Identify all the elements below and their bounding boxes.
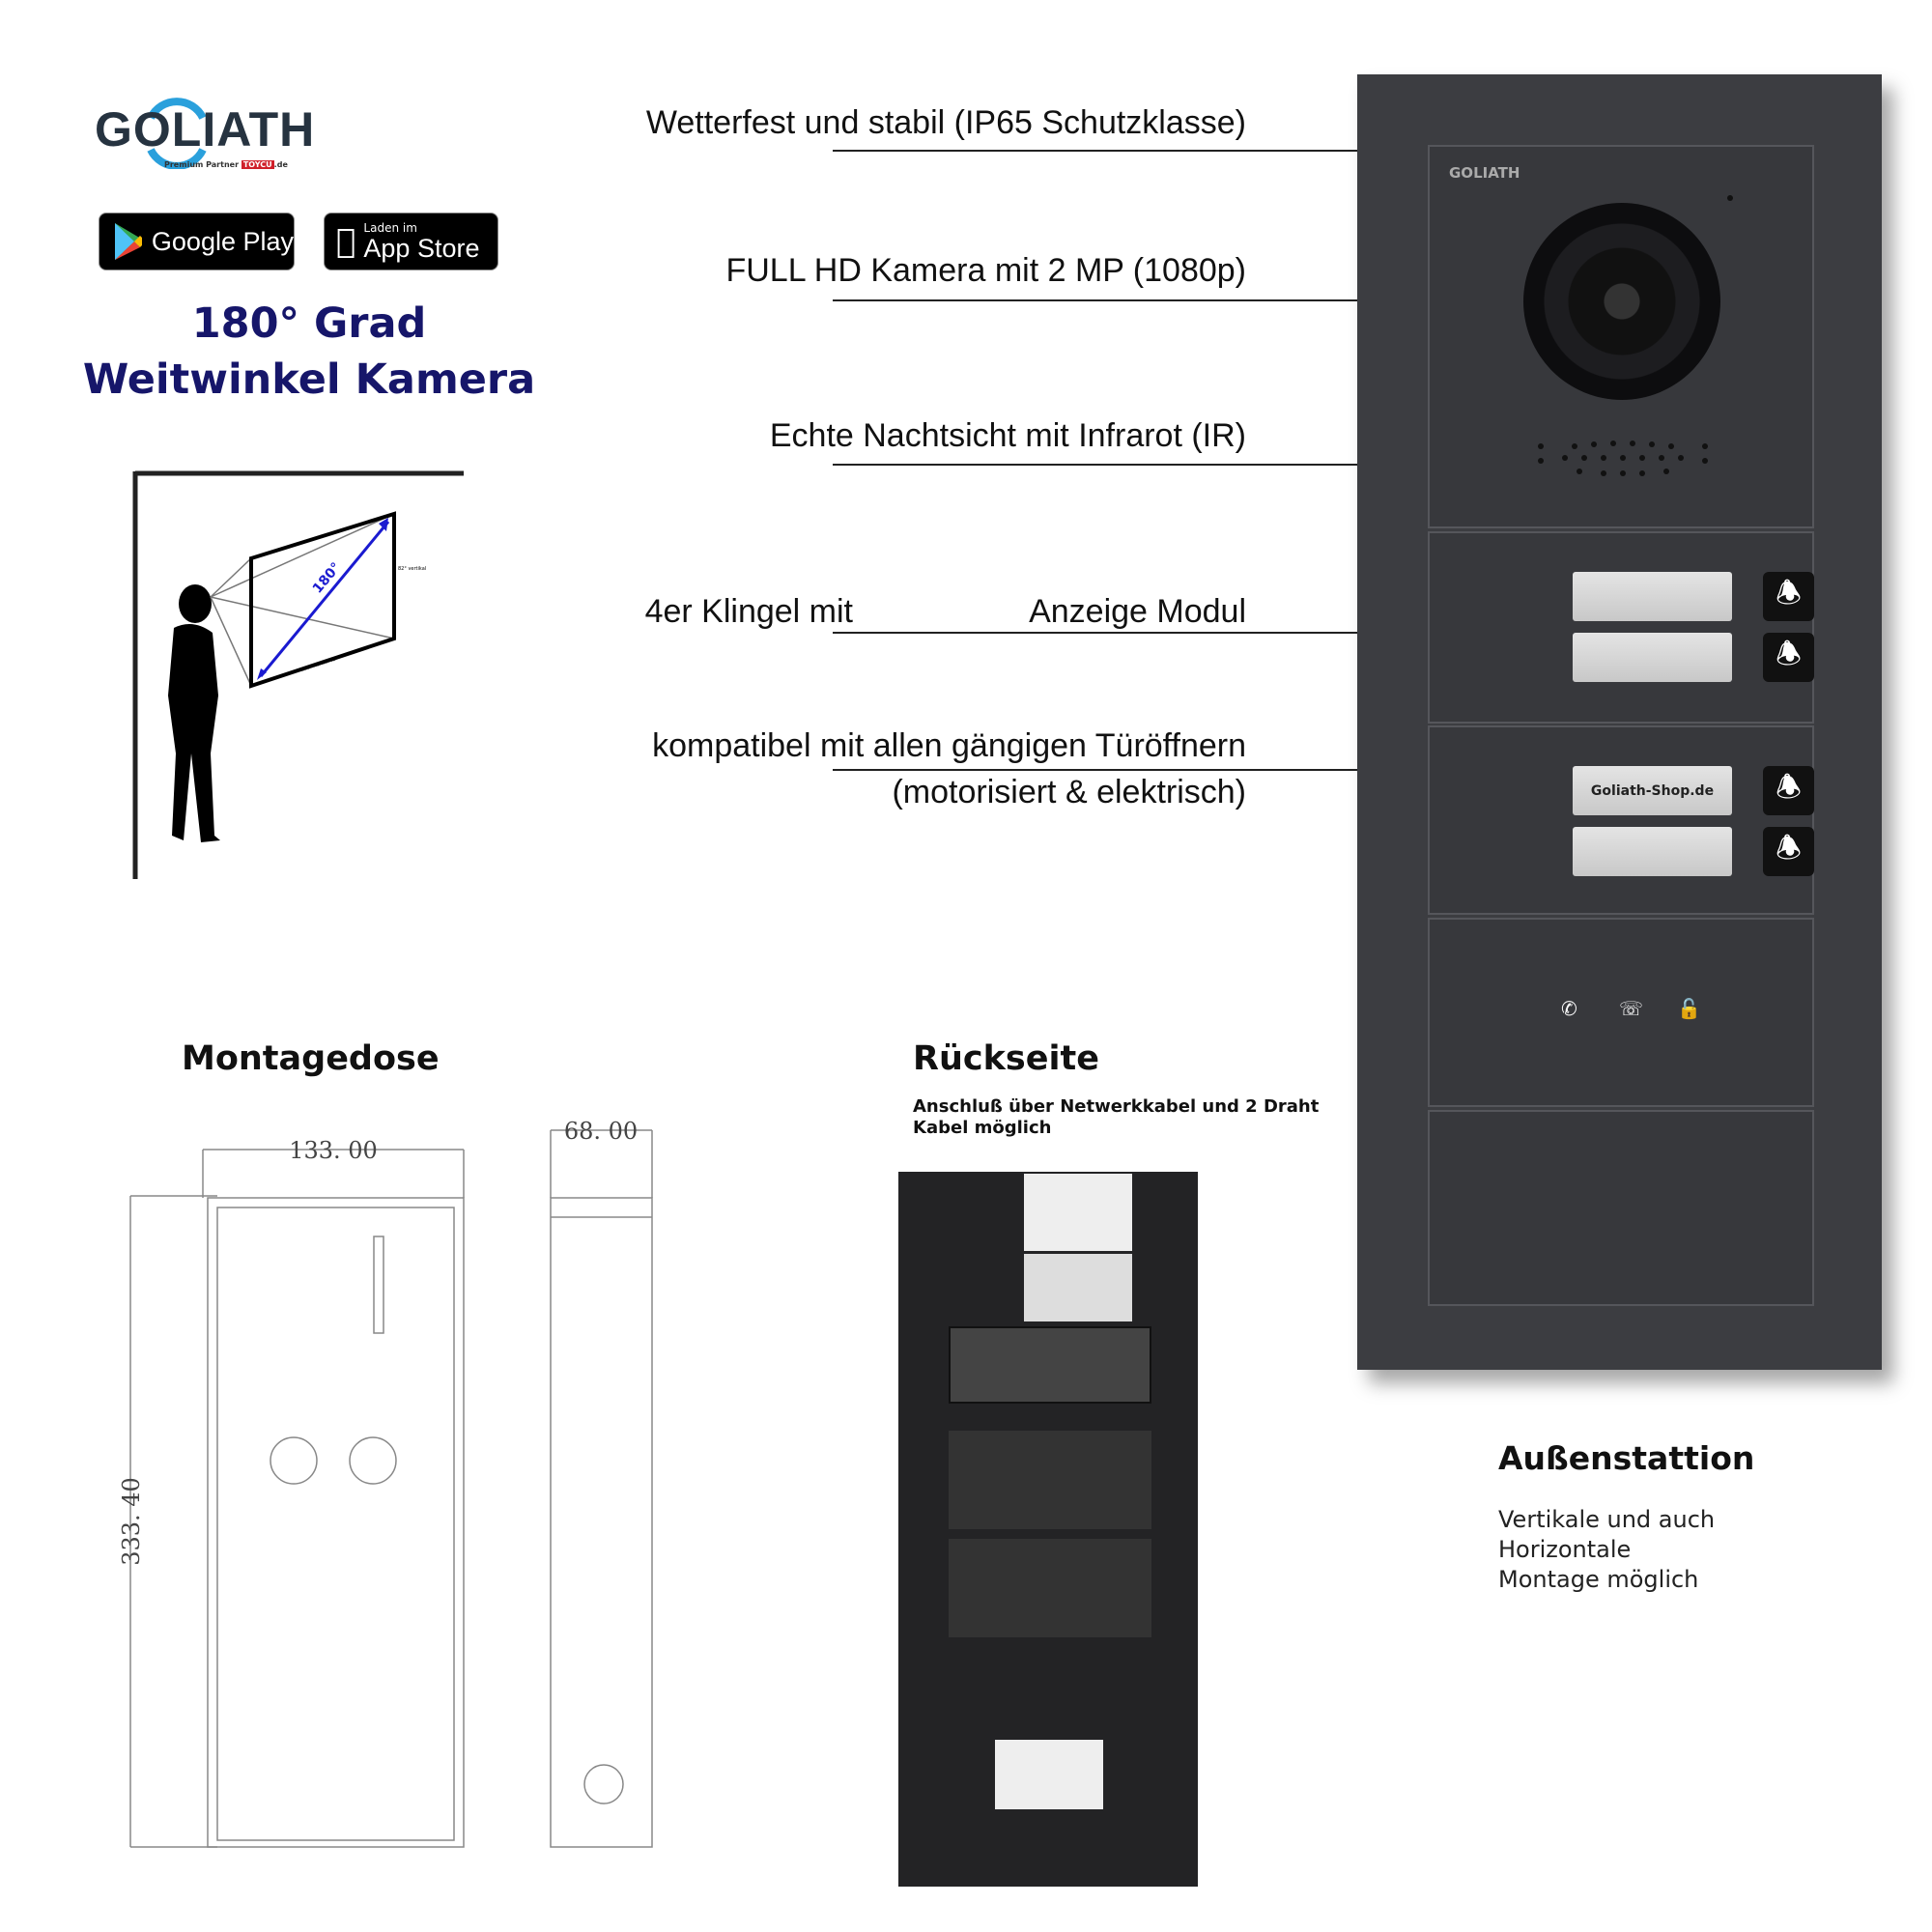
bell-button[interactable]: 🕭: [1763, 572, 1814, 621]
nameplate: [1573, 633, 1732, 682]
leader-line: [833, 464, 1357, 466]
person-silhouette-icon: [168, 584, 220, 842]
angle-label: 180°: [310, 560, 345, 597]
logo-partner-line: Premium Partner TOYCU.de: [164, 160, 288, 169]
leader-line: [833, 150, 1357, 152]
width-dimension: 133. 00: [289, 1137, 378, 1164]
back-title: Rückseite: [913, 1039, 1099, 1078]
depth-dimension: 68. 00: [564, 1118, 638, 1145]
unlock-icon: 🔓: [1677, 997, 1701, 1020]
feature-bell-b: Anzeige Modul: [1029, 593, 1246, 630]
feature-weatherproof: Wetterfest und stabil (IP65 Schutzklasse…: [645, 104, 1246, 141]
phone-call-icon: ✆: [1561, 997, 1577, 1020]
google-play-badge[interactable]: Google Play: [99, 213, 295, 270]
bell-module-1: 🕭 🕭: [1428, 531, 1814, 724]
product-label: [995, 1740, 1103, 1809]
status-module: ✆ ☏ 🔓: [1428, 918, 1814, 1107]
horizontal-label: 160° horizontal: [300, 656, 338, 673]
logo-text: GOLIATH: [95, 102, 316, 156]
goliath-logo: GOLIATH Premium Partner TOYCU.de: [95, 97, 317, 184]
bell-module-2: Goliath-Shop.de 🕭 🕭: [1428, 725, 1814, 915]
outdoor-station-panel: GOLIATH 🕭 🕭 Goliath-Shop.de 🕭 🕭 ✆ ☏ 🔓: [1357, 74, 1882, 1370]
feature-door-opener: kompatibel mit allen gängigen Türöffnern: [652, 727, 1246, 764]
height-dimension: 333. 40: [118, 1477, 145, 1566]
apple-icon: : [336, 222, 355, 261]
camera-lens-icon: [1523, 203, 1720, 400]
leader-line: [833, 632, 1357, 634]
headline-line2: Weitwinkel Kamera: [82, 355, 536, 404]
bell-button[interactable]: 🕭: [1763, 633, 1814, 682]
mounting-box-title: Montagedose: [182, 1039, 440, 1078]
feature-camera: FULL HD Kamera mit 2 MP (1080p): [725, 252, 1246, 289]
bell-button[interactable]: 🕭: [1763, 766, 1814, 815]
vertical-label: 82° vertikal: [398, 566, 426, 572]
blank-module: [1428, 1110, 1814, 1306]
feature-bell-a: 4er Klingel mit: [644, 593, 853, 630]
logo-arc-icon: [147, 98, 207, 169]
nameplate: [1573, 827, 1732, 876]
product-label: [1024, 1174, 1132, 1251]
bell-icon: 🕭: [1776, 832, 1802, 866]
feature-night-vision: Echte Nachtsicht mit Infrarot (IR): [769, 417, 1246, 454]
back-photo: [898, 1172, 1198, 1887]
mounting-box-drawing: 133. 00 68. 00 333. 40: [118, 1118, 653, 1848]
camera-module: GOLIATH: [1428, 145, 1814, 528]
leader-line: [833, 299, 1357, 301]
angle-diagram: 180° 82° vertikal 160° horizontal: [132, 470, 464, 879]
headline-line1: 180° Grad: [191, 299, 427, 348]
bell-icon: 🕭: [1776, 638, 1802, 671]
bell-icon: 🕭: [1776, 771, 1802, 805]
nameplate: Goliath-Shop.de: [1573, 766, 1732, 815]
google-play-icon: [115, 223, 142, 260]
outdoor-title: Außenstattion: [1498, 1439, 1755, 1477]
phone-talk-icon: ☏: [1619, 997, 1644, 1020]
nameplate: [1573, 572, 1732, 621]
leader-line: [833, 769, 1357, 771]
bell-button[interactable]: 🕭: [1763, 827, 1814, 876]
device-logo: GOLIATH: [1449, 164, 1520, 182]
bell-icon: 🕭: [1776, 577, 1802, 611]
feature-door-opener-note: (motorisiert & elektrisch): [892, 774, 1246, 810]
speaker-grille-icon: [1538, 440, 1708, 476]
